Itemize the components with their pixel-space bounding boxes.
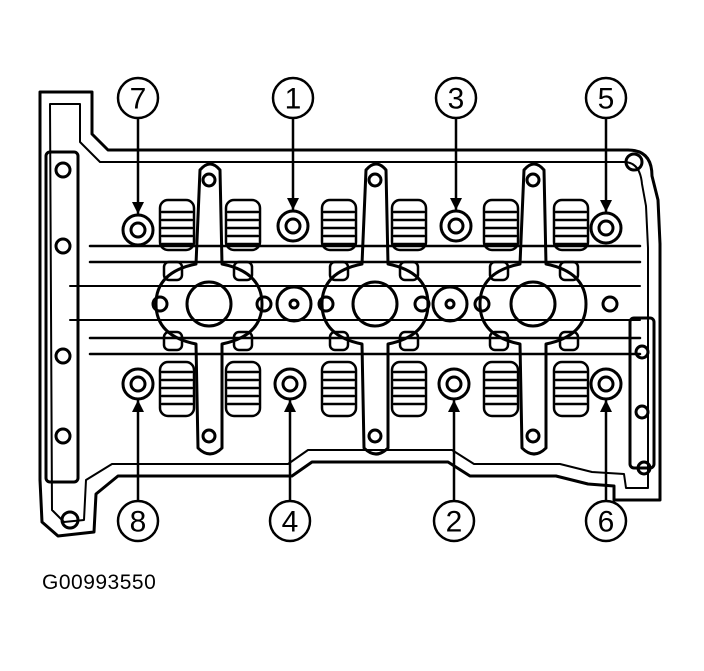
callout-label-8: 8 (130, 506, 147, 539)
center-boss-2 (413, 285, 491, 323)
callout-label-3: 3 (448, 83, 465, 116)
head-bolt-8 (121, 367, 155, 401)
left-bracket-hole (54, 347, 72, 365)
right-bracket-hole (634, 404, 650, 420)
valve-springs-upper (158, 198, 590, 252)
callout-circle-8 (116, 499, 160, 543)
left-bracket (44, 150, 80, 484)
left-bracket-hole (54, 427, 72, 445)
head-bolt-1 (276, 209, 310, 243)
callout-label-6: 6 (598, 506, 615, 539)
lash-adjusters (162, 260, 580, 352)
callout-label-4: 4 (282, 506, 299, 539)
callout-circle-3 (434, 76, 478, 120)
left-bracket-hole (54, 161, 72, 179)
right-bracket (628, 316, 656, 470)
callout-circle-2 (432, 499, 476, 543)
casting-hole-bottom-left (60, 510, 80, 530)
rocker-assembly-1 (154, 162, 264, 456)
callout-circle-5 (584, 76, 628, 120)
callout-circles (116, 76, 628, 543)
figure-reference-code: G00993550 (42, 571, 157, 594)
head-bolt-3 (439, 209, 473, 243)
head-casting-inner-outline (49, 103, 649, 523)
callout-label-7: 7 (130, 83, 147, 116)
leader-lines (136, 116, 608, 502)
center-boss-1 (255, 285, 335, 323)
valve-springs-lower (158, 360, 590, 418)
callout-circle-6 (584, 499, 628, 543)
right-bracket-hole (634, 344, 650, 360)
callout-circle-4 (268, 499, 312, 543)
head-bolt-7 (121, 213, 155, 247)
callout-circle-1 (271, 76, 315, 120)
callout-circle-7 (116, 76, 160, 120)
gallery-hole (151, 295, 169, 313)
callout-label-2: 2 (446, 506, 463, 539)
head-bolt-5 (589, 211, 623, 245)
casting-hole-top-right (624, 152, 644, 172)
left-bracket-hole (54, 237, 72, 255)
head-bolt-2 (437, 367, 471, 401)
upper-cam-rail (88, 244, 642, 264)
head-casting-outline (38, 90, 662, 538)
head-bolt-6 (589, 367, 623, 401)
leader-arrowheads (132, 198, 612, 412)
callout-label-5: 5 (598, 83, 615, 116)
callout-label-1: 1 (285, 83, 302, 116)
head-bolt-4 (273, 367, 307, 401)
gallery-hole (601, 295, 619, 313)
rocker-assembly-2 (320, 162, 430, 456)
rocker-assembly-3 (478, 162, 588, 456)
